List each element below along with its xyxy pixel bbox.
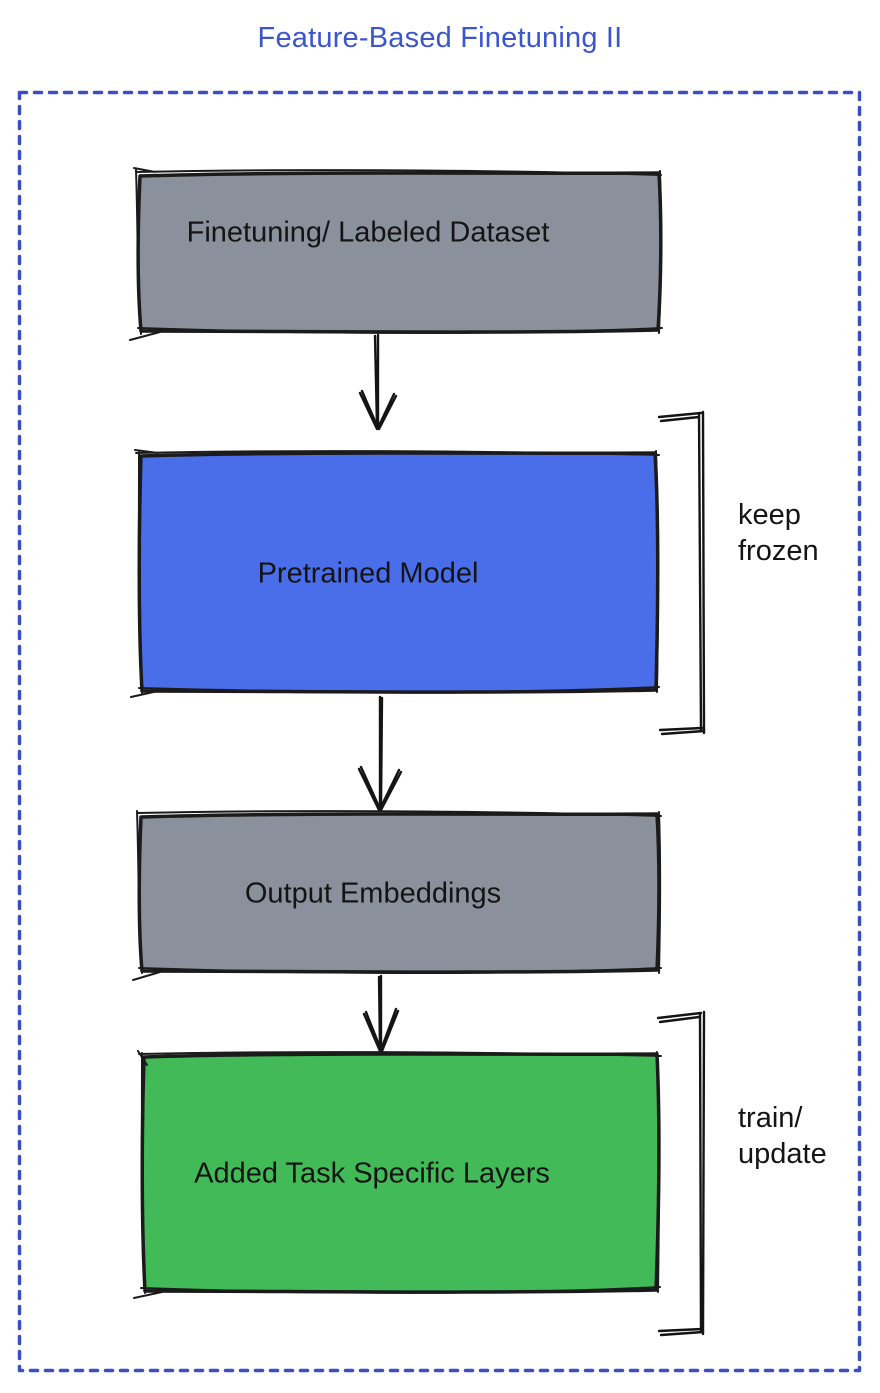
box-finetuning-dataset-sketch: [129, 167, 663, 341]
box-task-layers-label: Added Task Specific Layers: [194, 1157, 550, 1190]
box-finetuning-dataset-shape: [129, 167, 663, 341]
flow-arrow-1: [358, 333, 398, 431]
diagram-title: Feature-Based Finetuning II: [257, 22, 623, 54]
box-output-embeddings-sketch: [132, 810, 662, 981]
box-output-embeddings-label: Output Embeddings: [244, 877, 502, 910]
annotation-keep-frozen-line2: frozen: [738, 535, 819, 567]
box-pretrained-model-shape: [130, 449, 660, 698]
flow-arrow-3: [362, 974, 400, 1053]
flow-arrow-2: [357, 695, 403, 812]
annotation-train-update: train/ update: [738, 1100, 827, 1172]
box-output-embeddings-shape: [132, 810, 662, 981]
box-task-layers-shape: [133, 1050, 662, 1299]
bracket-train-update: [656, 1010, 706, 1337]
annotation-keep-frozen: keep frozen: [738, 497, 819, 569]
annotation-keep-frozen-line1: keep: [738, 499, 801, 531]
box-finetuning-dataset-fill: [136, 171, 663, 334]
annotation-train-update-line1: train/: [738, 1102, 803, 1134]
box-pretrained-model-label: Pretrained Model: [257, 557, 479, 590]
annotation-train-update-line2: update: [738, 1138, 827, 1170]
bracket-keep-frozen: [657, 410, 706, 736]
box-task-layers-sketch: [133, 1050, 662, 1299]
box-finetuning-dataset-label: Finetuning/ Labeled Dataset: [186, 216, 550, 249]
dashed-boundary: [17, 90, 862, 1373]
box-pretrained-model-sketch: [130, 449, 660, 698]
